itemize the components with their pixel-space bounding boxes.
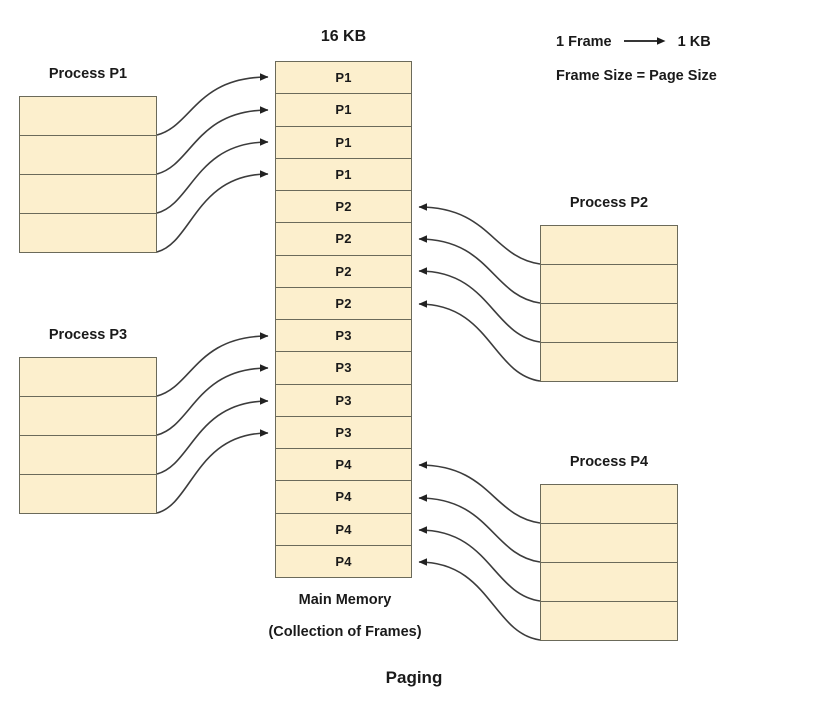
memory-frame: P3 bbox=[276, 385, 411, 417]
process-page bbox=[20, 397, 156, 436]
wire-p3-page3 bbox=[156, 397, 269, 475]
process-page bbox=[20, 97, 156, 136]
process-page bbox=[541, 304, 677, 343]
wire-p2-page1 bbox=[418, 203, 541, 265]
memory-frame: P1 bbox=[276, 94, 411, 127]
legend-frame-label: 1 Frame bbox=[556, 34, 612, 50]
wire-p4-page3 bbox=[418, 526, 541, 602]
wire-p1-page1 bbox=[156, 73, 269, 136]
process-page bbox=[541, 265, 677, 304]
process-page bbox=[20, 475, 156, 513]
process-page bbox=[541, 602, 677, 640]
legend-frame-size-line: 1 Frame 1 KB bbox=[556, 34, 796, 50]
process-page bbox=[541, 563, 677, 602]
process-p1-title: Process P1 bbox=[48, 66, 128, 82]
memory-frame: P1 bbox=[276, 159, 411, 191]
wire-p4-page2 bbox=[418, 494, 541, 563]
process-page bbox=[541, 343, 677, 381]
process-p3-box bbox=[19, 357, 157, 514]
legend-equality: Frame Size = Page Size bbox=[556, 68, 717, 84]
main-memory-column: P1 P1 P1 P1 P2 P2 P2 P2 P3 P3 P3 P3 P4 P… bbox=[275, 61, 412, 578]
memory-frame: P1 bbox=[276, 62, 411, 95]
process-p3-title: Process P3 bbox=[48, 327, 128, 343]
process-page bbox=[20, 136, 156, 175]
wire-p1-page4 bbox=[156, 170, 269, 253]
process-p4-box bbox=[540, 484, 678, 641]
memory-frame: P2 bbox=[276, 223, 411, 256]
main-memory-caption: Main Memory bbox=[298, 592, 392, 608]
wire-p4-page1 bbox=[418, 461, 541, 524]
wire-p2-page3 bbox=[418, 267, 541, 343]
process-page bbox=[541, 485, 677, 524]
diagram-title: Paging bbox=[385, 668, 443, 687]
memory-frame: P4 bbox=[276, 481, 411, 514]
memory-frame: P3 bbox=[276, 320, 411, 353]
legend-frame-value: 1 KB bbox=[677, 34, 711, 50]
wire-p3-page4 bbox=[156, 429, 269, 514]
memory-frame: P3 bbox=[276, 417, 411, 449]
process-p1-box bbox=[19, 96, 157, 253]
wire-p1-page3 bbox=[156, 138, 269, 214]
memory-frame: P2 bbox=[276, 288, 411, 320]
wire-p2-page4 bbox=[418, 300, 541, 382]
process-p4-title: Process P4 bbox=[569, 454, 649, 470]
process-p2-box bbox=[540, 225, 678, 382]
process-p2-title: Process P2 bbox=[569, 195, 649, 211]
right-arrow-icon bbox=[623, 35, 666, 50]
memory-frame: P1 bbox=[276, 127, 411, 159]
process-page bbox=[20, 214, 156, 252]
memory-size-label: 16 KB bbox=[320, 28, 367, 45]
process-page bbox=[20, 175, 156, 214]
process-page bbox=[20, 436, 156, 475]
process-page bbox=[541, 524, 677, 563]
main-memory-subcaption: (Collection of Frames) bbox=[268, 624, 422, 640]
memory-frame: P3 bbox=[276, 352, 411, 385]
legend: 1 Frame 1 KB Frame Size = Page Size bbox=[556, 34, 796, 84]
memory-frame: P2 bbox=[276, 191, 411, 224]
wire-p2-page2 bbox=[418, 235, 541, 304]
memory-frame: P4 bbox=[335, 553, 352, 569]
memory-frame: P4 bbox=[276, 449, 411, 482]
wire-p3-page2 bbox=[156, 364, 269, 436]
process-page bbox=[541, 226, 677, 265]
memory-frame: P4 bbox=[276, 514, 411, 546]
memory-frame: P2 bbox=[276, 256, 411, 288]
wire-p3-page1 bbox=[156, 332, 269, 397]
process-page bbox=[20, 358, 156, 397]
wire-p1-page2 bbox=[156, 106, 269, 175]
